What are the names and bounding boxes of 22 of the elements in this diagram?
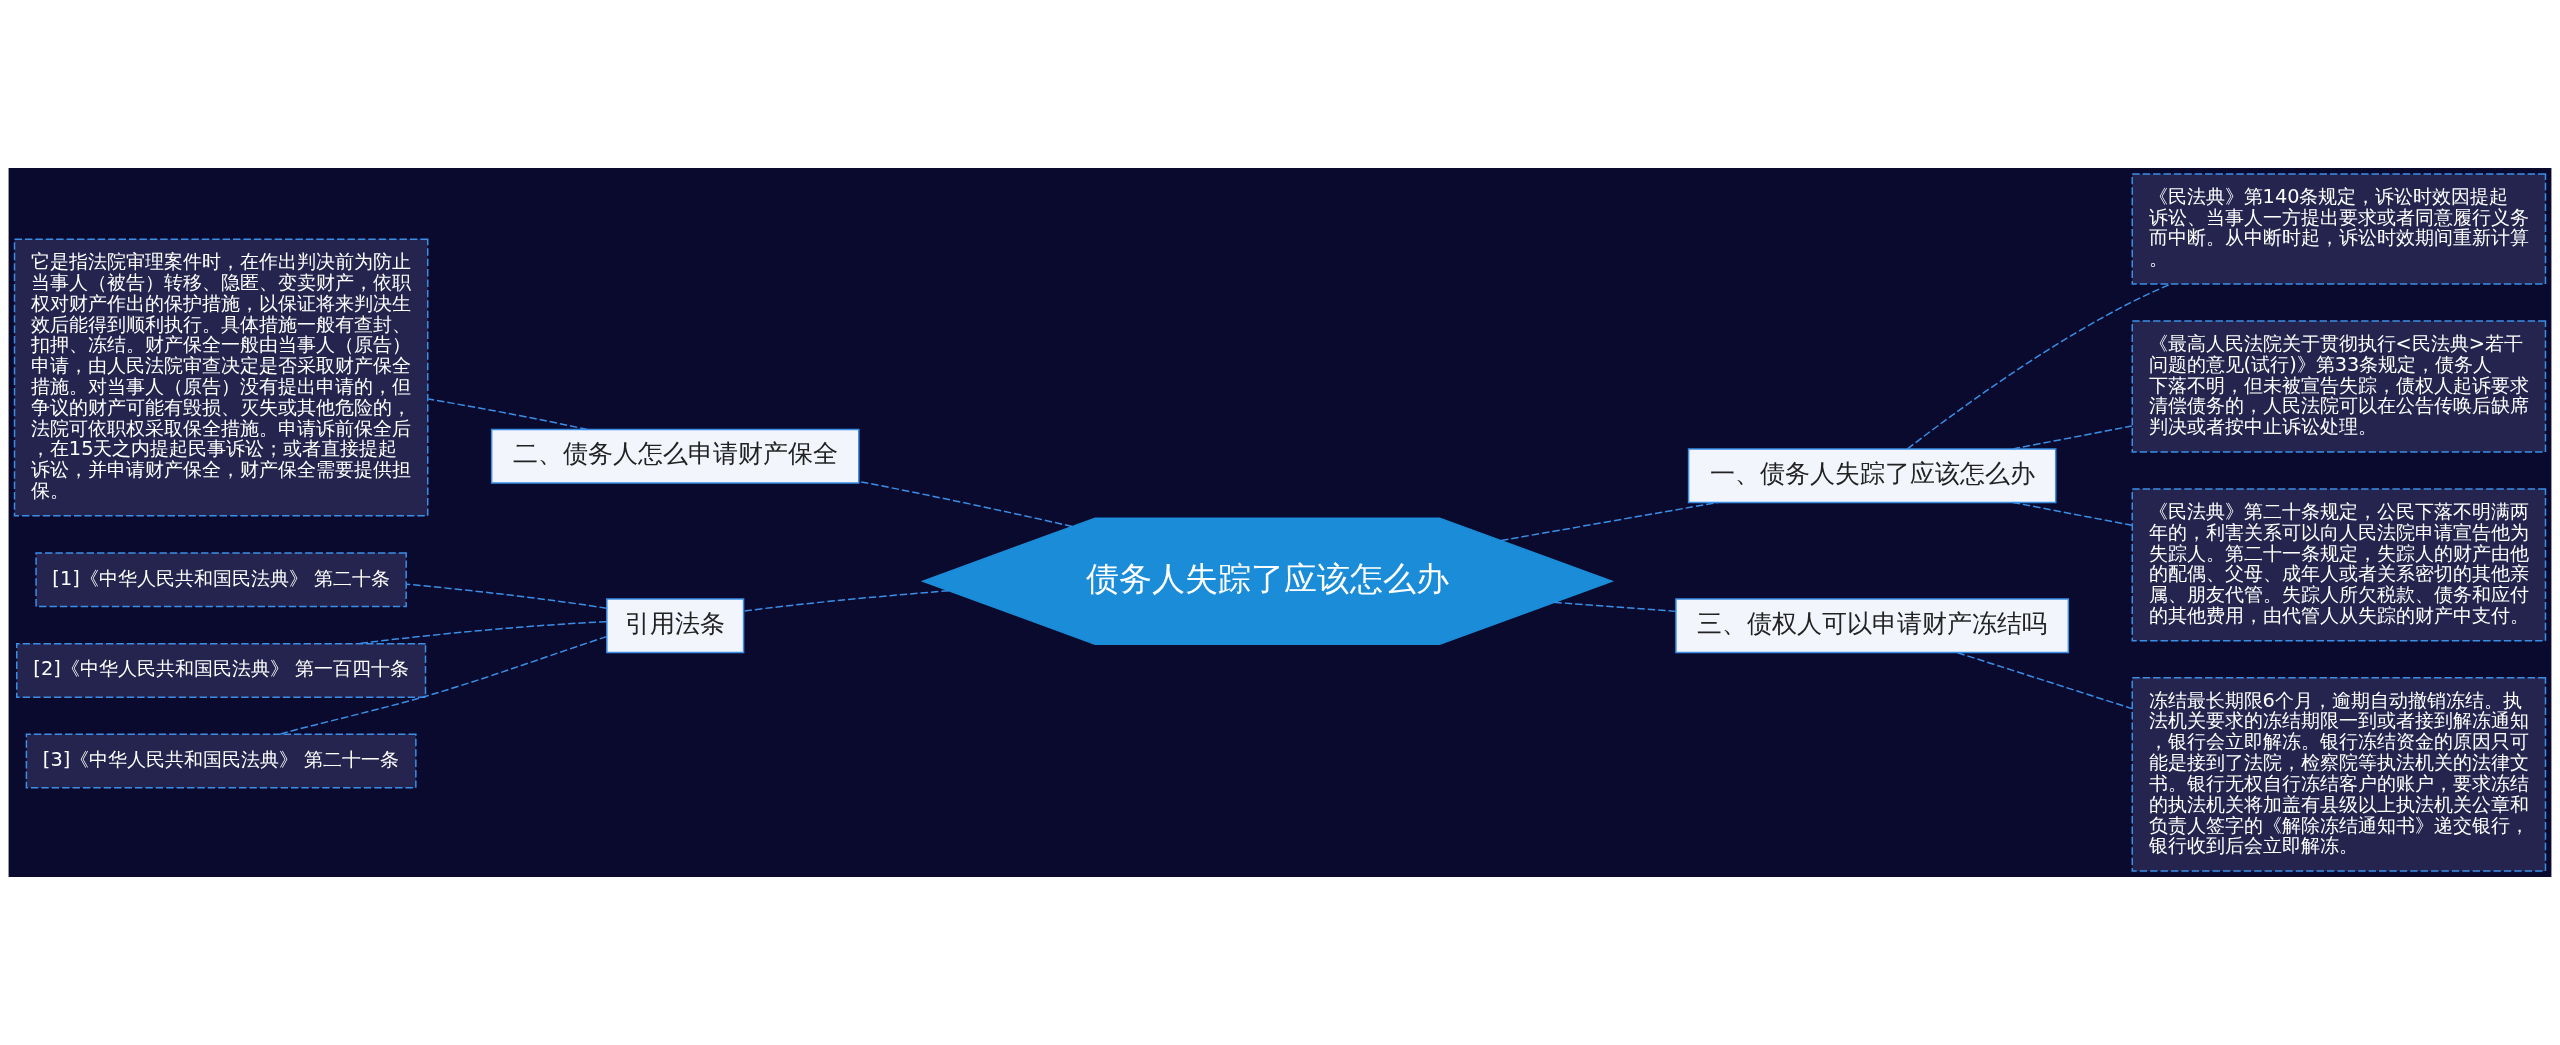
node-box: 《最高人民法院关于贯彻执行<民法典>若干问题的意见(试行)》第33条规定，债务人下落不明，但未被宣告失踪，债权人起诉要求清偿债务的，人民法院可以在公告传唤后缺席判决或者按中止诉讼处理。 bbox=[2131, 320, 2547, 453]
connector bbox=[858, 480, 1073, 528]
connector bbox=[406, 583, 608, 609]
connector bbox=[1500, 501, 1719, 542]
node-box: 《民法典》第140条规定，诉讼时效因提起诉讼、当事人一方提出要求或者同意履行义务而中断。从中断时起，诉讼时效期间重新计算。 bbox=[2131, 173, 2547, 285]
node-box: 引用法条 bbox=[606, 598, 745, 654]
node-box: 二、债务人怎么申请财产保全 bbox=[490, 428, 860, 484]
connector bbox=[742, 590, 950, 612]
connector bbox=[2012, 501, 2133, 527]
node-box: 它是指法院审理案件时，在作出判决前为防止当事人（被告）转移、隐匿、变卖财产，依职权对财产作出的保护措施，以保证将来判决生效后能得到顺利执行。具体措施一般有查封、扣押、冻结。财产保全一般由当事人（原告）申请，由人民法院审查决定是否采取财产保全措施。对当事人（原告）没有提出申请的，但争议的财产可能有毁损、灭失或其他危险的，法院可依职权采取保全措施。申请诉前保全后，在15天之内提起民事诉讼；或者直接提起诉讼，并申请财产保全，财产保全需要提供担保。 bbox=[13, 238, 429, 517]
connector bbox=[427, 398, 589, 431]
node-box: 冻结最长期限6个月，逾期自动撤销冻结。执法机关要求的冻结期限一到或者接到解冻通知，银行会立即解冻。银行冻结资金的原因只可能是接到了法院，检察院等执法机关的法律文书。银行无权自行冻结客户的账户，要求冻结的执法机关将加盖有县级以上执法机关公章和负责人签字的《解除冻结通知书》递交银行，银行收到后会立即解冻。 bbox=[2131, 677, 2547, 872]
connector bbox=[1553, 601, 1677, 613]
connector bbox=[2012, 425, 2133, 450]
node-box: [2]《中华人民共和国民法典》 第一百四十条 bbox=[16, 642, 427, 698]
node-box: [1]《中华人民共和国民法典》 第二十条 bbox=[35, 552, 407, 608]
connector bbox=[1956, 651, 2133, 710]
connector bbox=[1906, 283, 2172, 450]
node-box: 《民法典》第二十条规定，公民下落不明满两年的，利害关系可以向人民法院申请宣告他为失踪人。第二十一条规定，失踪人的财产由他的配偶、父母、成年人或者关系密切的其他亲属、朋友代管。失踪人所欠税款、债务和应付的其他费用，由代管人从失踪的财产中支付。 bbox=[2131, 488, 2547, 642]
node-box: 一、债务人失踪了应该怎么办 bbox=[1687, 448, 2057, 504]
node-box: [3]《中华人民共和国民法典》 第二十一条 bbox=[25, 733, 417, 789]
node-box: 三、债权人可以申请财产冻结吗 bbox=[1675, 598, 2070, 654]
